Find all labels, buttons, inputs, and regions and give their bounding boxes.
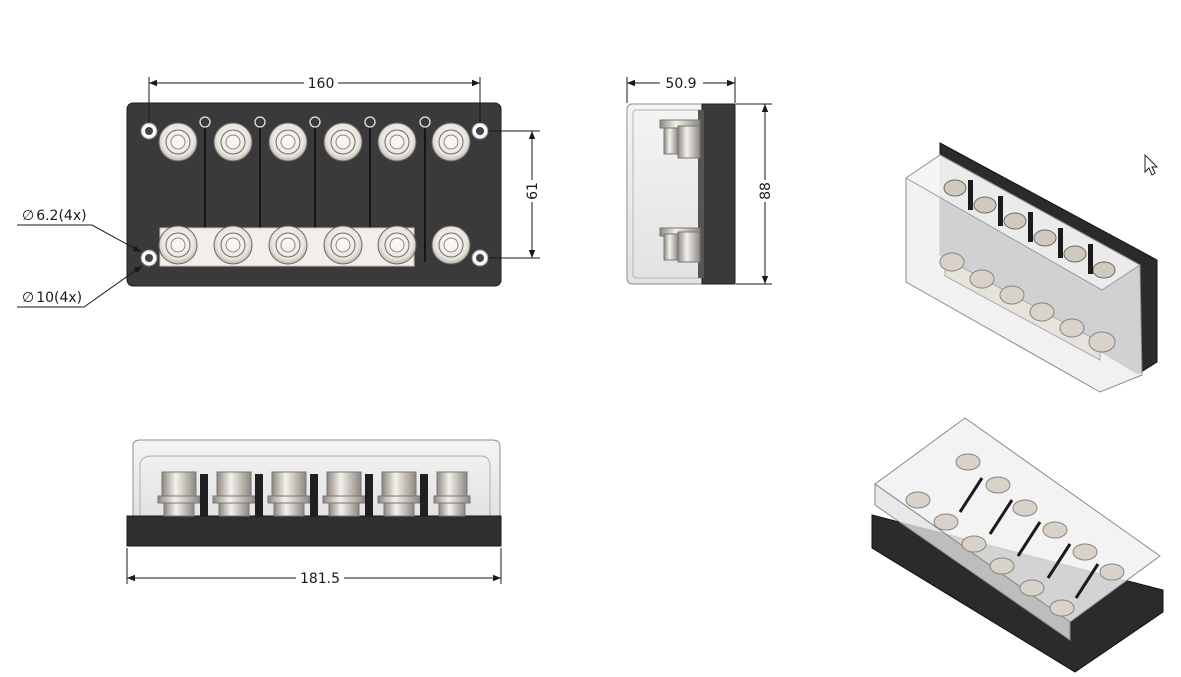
- large-hole-value: 10(4x): [36, 290, 82, 306]
- iso-upper-dividers: [968, 180, 1093, 274]
- leader-small-hole: [17, 224, 142, 253]
- front-base: [126, 515, 502, 547]
- mounting-hole: [140, 249, 158, 267]
- dimension-top-width: [148, 77, 481, 123]
- stud-nut: [213, 122, 253, 162]
- dim-label-top-width: 160: [308, 76, 335, 92]
- divider-pins: [199, 116, 431, 128]
- stud-nut: [158, 122, 198, 162]
- front-stud: [267, 471, 318, 517]
- iso-upper-studs-front: [939, 252, 1116, 353]
- stud-nut: [268, 225, 308, 265]
- iso-view-lower: [871, 417, 1164, 673]
- mounting-holes: [140, 122, 489, 267]
- stud-nut: [431, 225, 471, 265]
- iso-lower-studs: [905, 453, 1125, 617]
- stud-nut: [323, 225, 363, 265]
- stud-row-bottom: [158, 225, 471, 265]
- dim-label-bottom-width: 181.5: [300, 571, 340, 587]
- front-view: 181.5: [126, 439, 502, 587]
- stud-nut: [268, 122, 308, 162]
- dim-label-side-height: 88: [758, 182, 774, 200]
- dim-label-hole-spacing: 61: [525, 182, 541, 200]
- stud-nut: [323, 122, 363, 162]
- stud-nut: [377, 122, 417, 162]
- dim-label-side-depth: 50.9: [665, 76, 696, 92]
- iso-lower-cover-front: [874, 483, 1071, 641]
- stud-row-top: [158, 122, 471, 162]
- front-studs: [157, 471, 471, 517]
- stud-nut: [213, 225, 253, 265]
- front-stud: [212, 471, 263, 517]
- dividers: [204, 122, 426, 262]
- small-hole-value: 6.2(4x): [36, 208, 86, 224]
- dimension-bottom-width: [126, 548, 502, 584]
- mounting-hole: [471, 249, 489, 267]
- dimension-side-height: [736, 103, 772, 285]
- dimension-side-depth: [626, 77, 736, 103]
- side-base: [701, 103, 736, 285]
- front-stud: [433, 471, 471, 517]
- front-stud: [157, 471, 208, 517]
- top-view: 160 61 ∅6.2(4x) ∅10(4x): [17, 76, 541, 308]
- side-stud-upper: [659, 119, 701, 159]
- side-stud-lower: [659, 227, 701, 263]
- mounting-hole: [471, 122, 489, 140]
- stud-nut: [431, 122, 471, 162]
- stud-nut: [158, 225, 198, 265]
- side-view: 50.9 88: [626, 76, 774, 285]
- leader-large-hole: [17, 265, 143, 308]
- diameter-symbol: ∅: [22, 208, 34, 224]
- iso-lower-dividers: [958, 477, 1100, 599]
- iso-upper-studs-back: [943, 179, 1116, 279]
- diameter-symbol: ∅: [22, 290, 34, 306]
- mounting-hole: [140, 122, 158, 140]
- mouse-pointer-icon: [1144, 153, 1159, 176]
- dimension-hole-spacing: [488, 130, 540, 259]
- iso-view-upper: [905, 142, 1158, 393]
- dim-label-small-hole: ∅6.2(4x): [22, 208, 87, 224]
- front-stud: [377, 471, 428, 517]
- dim-label-large-hole: ∅10(4x): [22, 290, 82, 306]
- stud-nut: [377, 225, 417, 265]
- front-stud: [322, 471, 373, 517]
